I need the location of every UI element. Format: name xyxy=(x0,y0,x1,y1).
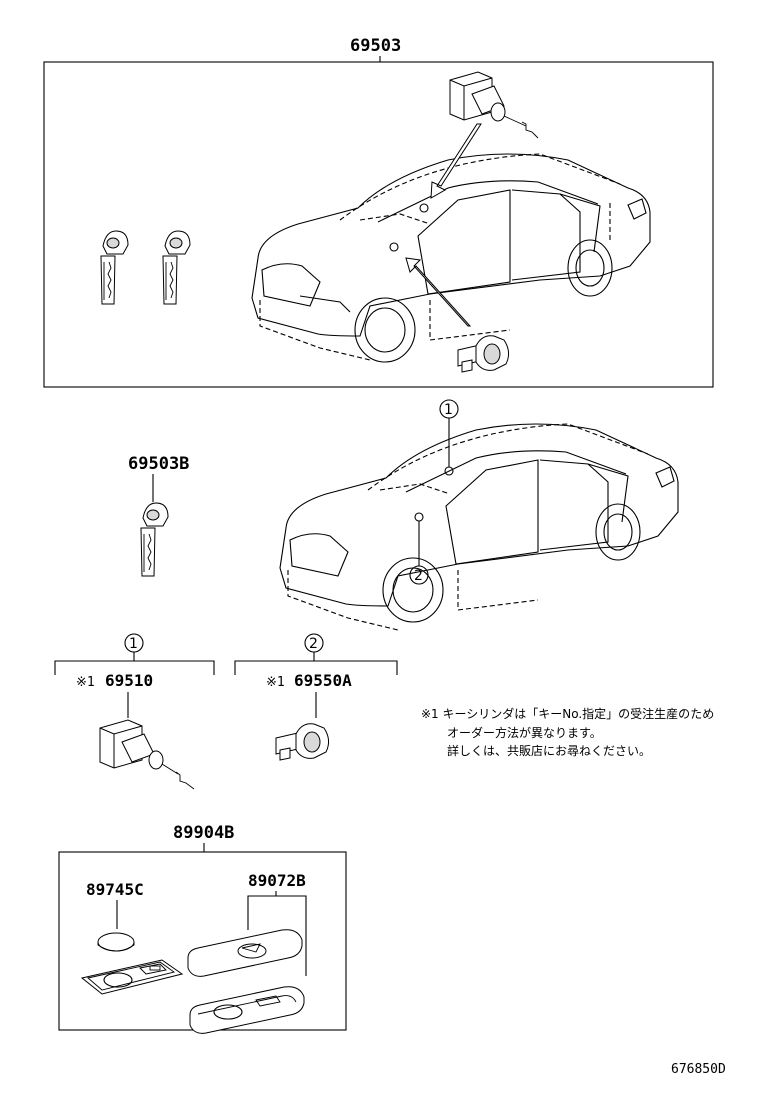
callout-label-1: 1 xyxy=(444,402,453,418)
transmitter-case-upper-illustration xyxy=(187,929,303,977)
part-number-69503[interactable]: 69503 xyxy=(350,36,401,56)
door-cylinder-illustration-top xyxy=(457,335,510,373)
bracket-1 xyxy=(54,660,215,675)
transmitter-case-lower-illustration xyxy=(189,986,305,1034)
door-cylinder-illustration xyxy=(275,723,330,761)
part-number-89072B[interactable]: 89072B xyxy=(248,871,306,890)
kit-69503-frame xyxy=(43,61,714,388)
group-label-2: 2 xyxy=(309,636,318,652)
vehicle-illustration-middle xyxy=(279,418,679,631)
bracket-2 xyxy=(234,660,398,675)
vehicle-illustration-top xyxy=(251,153,651,363)
arrow-to-ignition xyxy=(430,123,482,199)
group-label-1: 1 xyxy=(129,636,138,652)
part-number-89745C[interactable]: 89745C xyxy=(86,880,144,899)
note-line-2: オーダー方法が異なります。 xyxy=(447,725,602,740)
callout-label-2: 2 xyxy=(414,568,423,584)
arrow-to-door xyxy=(405,257,472,327)
callout-circle-2 xyxy=(409,565,429,585)
ref-mark: ※1 xyxy=(76,675,95,690)
key-illustration-1 xyxy=(100,230,129,305)
key-blank-illustration xyxy=(140,502,169,577)
key-illustration-2 xyxy=(162,230,191,305)
part-number-69503B[interactable]: 69503B xyxy=(128,454,189,474)
part-number-69550A[interactable]: 69550A xyxy=(294,671,352,690)
bracket-89072B xyxy=(247,895,307,976)
document-number: 676850D xyxy=(671,1062,726,1077)
ignition-cylinder-illustration xyxy=(99,719,195,790)
note-line-3: 詳しくは、共販店にお尋ねください。 xyxy=(447,743,651,758)
part-number-89904B[interactable]: 89904B xyxy=(173,823,234,843)
callout-circle-1 xyxy=(439,399,459,419)
battery-illustration xyxy=(97,932,135,952)
transmitter-board-illustration xyxy=(80,959,184,995)
ignition-cylinder-illustration-top xyxy=(449,71,539,139)
ref-mark: ※1 xyxy=(266,675,285,690)
note-line-1: ※1 キーシリンダは「キーNo.指定」の受注生産のため xyxy=(421,706,714,721)
part-number-69510[interactable]: 69510 xyxy=(105,671,153,690)
